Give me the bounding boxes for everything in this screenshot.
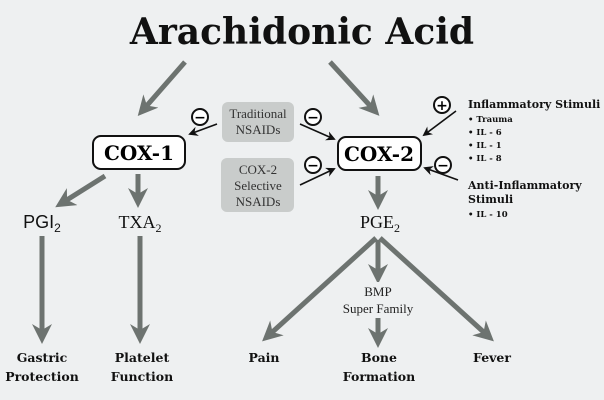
stimulus-item: • IL - 6 <box>468 128 502 138</box>
stimulus-item: • IL - 10 <box>468 210 508 220</box>
outcome-gastric-line2: Protection <box>5 369 79 384</box>
minus-icon: − <box>304 156 322 174</box>
stimulus-item: • Trauma <box>468 115 513 125</box>
outcome-pain: Pain <box>249 350 280 365</box>
txa2-label: TXA2 <box>119 212 162 235</box>
cox2-label: COX-2 <box>344 142 414 166</box>
inflammatory-stimuli: Inflammatory Stimuli • Trauma • IL - 6 •… <box>468 98 600 164</box>
minus-icon: − <box>434 156 452 174</box>
selective-nsaids-box: COX-2 Selective NSAIDs <box>221 158 294 212</box>
svg-text:−: − <box>307 110 319 126</box>
anti-inflammatory-stimuli: Anti-Inflammatory Stimuli • IL - 10 <box>467 179 582 220</box>
outcome-gastric-line1: Gastric <box>17 350 68 365</box>
traditional-nsaids-box: Traditional NSAIDs <box>222 102 294 142</box>
traditional-nsaids-line1: Traditional <box>229 106 287 121</box>
outcome-platelet-line2: Function <box>111 369 173 384</box>
svg-text:−: − <box>307 158 319 174</box>
stimulus-item: • IL - 1 <box>468 141 502 151</box>
pgi2-label: PGI2 <box>23 212 61 235</box>
selective-nsaids-line2: Selective <box>234 178 282 193</box>
cox1-label: COX-1 <box>104 141 174 165</box>
plus-icon: + <box>433 96 451 114</box>
anti-heading-line2: Stimuli <box>468 193 513 206</box>
outcome-bone-line2: Formation <box>343 369 415 384</box>
regulation-arrows <box>188 110 459 186</box>
svg-text:−: − <box>437 158 449 174</box>
svg-text:−: − <box>194 110 206 126</box>
selective-nsaids-line3: NSAIDs <box>236 194 281 209</box>
minus-icon: − <box>191 108 209 126</box>
anti-heading-line1: Anti-Inflammatory <box>467 179 582 192</box>
pathway-arrows <box>32 60 494 348</box>
bmp-line1: BMP <box>364 284 391 299</box>
cox1-box: COX-1 <box>92 135 186 170</box>
diagram-title: Arachidonic Acid <box>129 11 474 53</box>
outcome-platelet-line1: Platelet <box>115 350 170 365</box>
outcome-fever: Fever <box>473 350 511 365</box>
selective-nsaids-line1: COX-2 <box>239 162 277 177</box>
cox2-box: COX-2 <box>337 136 422 171</box>
traditional-nsaids-line2: NSAIDs <box>236 122 281 137</box>
pge2-label: PGE2 <box>360 212 400 235</box>
bmp-super-family: BMP Super Family <box>343 284 414 316</box>
stimulus-item: • IL - 8 <box>468 154 502 164</box>
outcome-bone-line1: Bone <box>361 350 397 365</box>
inflammatory-heading: Inflammatory Stimuli <box>468 98 600 111</box>
bmp-line2: Super Family <box>343 301 414 316</box>
svg-text:+: + <box>436 98 448 114</box>
minus-icon: − <box>304 108 322 126</box>
